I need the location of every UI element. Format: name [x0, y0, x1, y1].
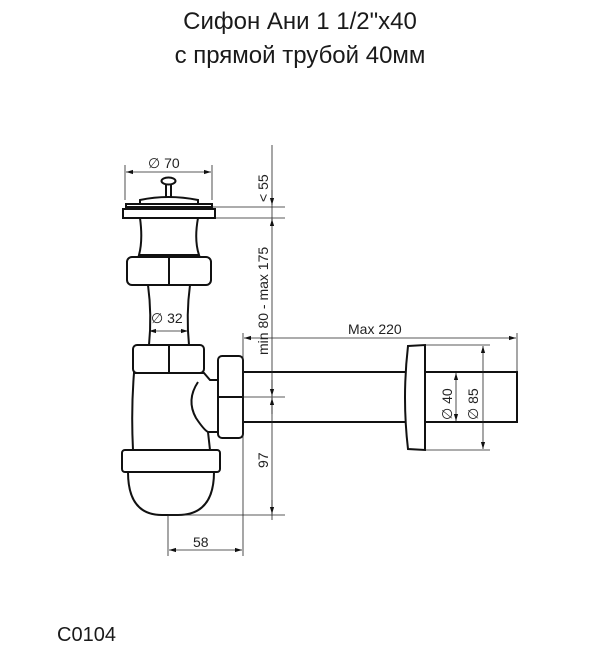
title-line-2: с прямой трубой 40мм	[174, 42, 426, 69]
dimension-lines	[124, 145, 518, 556]
dim-offset: 58	[193, 534, 209, 550]
dim-flange-height: < 55	[255, 174, 271, 202]
siphon-body	[121, 176, 518, 516]
title-line-1: Сифон Ани 1 1/2"x40	[183, 8, 417, 35]
dim-max-length: Max 220	[348, 321, 402, 337]
product-code: C0104	[57, 624, 116, 646]
dim-wall-flange-diameter: ∅ 85	[465, 388, 481, 420]
dim-outlet-diameter: ∅ 40	[439, 388, 455, 420]
dim-bottom-height: 97	[255, 452, 271, 468]
dim-height-range: min 80 - max 175	[255, 247, 271, 355]
dim-strainer-diameter: ∅ 70	[148, 155, 180, 171]
dim-pipe-diameter: ∅ 32	[151, 310, 183, 326]
